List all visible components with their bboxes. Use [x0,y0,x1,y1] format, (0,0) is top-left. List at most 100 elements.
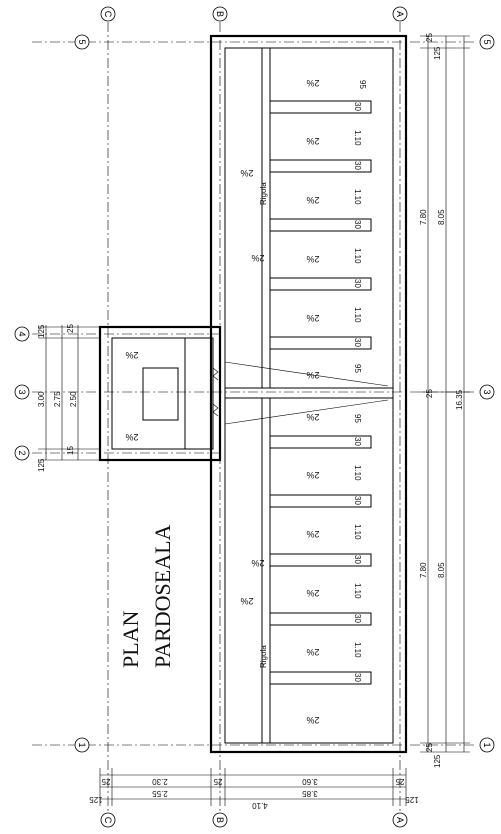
dim-left-275: 2.75 [53,391,62,407]
bubble-left-2-label: 2 [17,450,27,455]
rigola-label-top: Rigola [259,182,268,205]
dim-strip-110-5: 1.10 [353,465,362,481]
slope-label-5: 2% [306,313,319,323]
dim-left-125-bottom: 125 [37,458,46,472]
bubble-bottom-a-label: A [395,817,405,823]
dim-strip-30-1: 30 [353,102,362,111]
dim-right-780-bottom: 7.80 [419,562,428,578]
dim-bottom-125-left: 125 [89,795,103,804]
dim-bottom-410: 4.10 [252,801,268,810]
bubble-bottom-c-label: C [103,817,113,824]
dim-left-15-bottom: 15 [66,446,75,455]
grid-axes [32,22,474,812]
bubble-bottom-a [392,812,408,828]
dim-right-25-top: 25 [425,33,434,42]
bubble-top-a-label: A [395,11,405,17]
bubble-top-c [100,6,116,22]
slope-label-annex-2: 2% [125,432,138,442]
bubble-top-a [392,6,408,22]
dim-left-300: 3.00 [37,391,46,407]
dim-strip-30-6: 30 [353,437,362,446]
dim-strip-95-mid-top: 95 [353,364,362,373]
grid-bubbles: C B A C B A 5 4 3 2 1 5 3 1 [14,6,495,828]
bubble-left-4-label: 4 [17,331,27,336]
dim-strip-30-2: 30 [353,161,362,170]
bubble-left-5-label: 5 [77,39,87,44]
dim-strip-110-1: 1.10 [353,130,362,146]
dim-bottom-385: 3.85 [302,789,318,798]
strip-5[interactable] [269,336,372,350]
strip-1[interactable] [269,100,372,114]
slab-inner-border [224,47,394,744]
side-annex [98,325,222,462]
bubble-left-2 [14,445,30,461]
strip-10[interactable] [269,671,372,685]
slope-label-rigola-3: 2% [251,558,264,568]
dim-strip-110-2: 1.10 [353,189,362,205]
bubble-right-5 [479,34,495,50]
dim-strip-110-4: 1.10 [353,307,362,323]
slab-outer-border [209,34,408,754]
strip-2[interactable] [269,159,372,173]
slope-label-rigola-4: 2% [240,596,253,606]
slope-label-2: 2% [306,136,319,146]
dim-strip-95-mid-bottom: 95 [353,414,362,423]
slope-label-8: 2% [306,470,319,480]
strip-6[interactable] [269,435,372,449]
bubble-left-1 [74,737,90,753]
dim-strip-30-5: 30 [353,338,362,347]
dim-right-805-bottom: 8.05 [437,562,446,578]
slope-label-7: 2% [306,412,319,422]
bottom-dimension-chain: 2.30 2.55 3.60 3.85 4.10 125 25 25 25 12… [89,768,419,810]
dim-left-250: 2.50 [69,391,78,407]
drawing-title: PLAN PARDOSEALA [118,524,175,668]
slope-label-11: 2% [306,647,319,657]
dim-strip-30-10: 30 [353,673,362,682]
bubble-left-3 [14,384,30,400]
bubble-right-5-label: 5 [482,39,492,44]
drainage-strips[interactable] [269,100,372,685]
slope-label-rigola-1: 2% [240,168,253,178]
dim-right-125-top: 125 [433,46,442,60]
bubble-left-1-label: 1 [77,742,87,747]
strip-3[interactable] [269,218,372,232]
drain-slope-line-upper [224,361,389,387]
break-mark-lower [212,403,219,417]
annex-inner-border [111,337,214,450]
dim-strip-30-7: 30 [353,496,362,505]
dim-strip-30-4: 30 [353,279,362,288]
dim-bottom-25-right: 25 [395,777,404,786]
main-slab: Rigola Rigola [209,34,408,754]
break-mark-upper [212,367,219,381]
slope-label-annex-1: 2% [125,350,138,360]
dim-strip-30-8: 30 [353,555,362,564]
annex-drain-box [142,367,179,421]
right-dimension-chain: 25 125 7.80 8.05 25 16.35 7.80 8.05 25 1… [419,33,470,768]
dim-strip-110-6: 1.10 [353,524,362,540]
dim-strip-110-7: 1.10 [353,583,362,599]
dim-bottom-125-right: 125 [405,795,419,804]
slope-label-4: 2% [306,254,319,264]
strip-8[interactable] [269,553,372,567]
slope-label-1: 2% [306,78,319,88]
dim-strip-110-8: 1.10 [353,642,362,658]
dim-right-25-center: 25 [425,389,434,398]
slope-label-rigola-2: 2% [251,253,264,263]
slope-label-12: 2% [306,715,319,725]
dim-strip-110-3: 1.10 [353,248,362,264]
slope-labels: 2% 2% 2% 2% 2% 2% 2% 2% 2% 2% 2% 2% 2% 2… [125,78,319,725]
title-line-2: PARDOSEALA [150,524,175,668]
dim-right-805-top: 8.05 [437,209,446,225]
strip-9[interactable] [269,612,372,626]
dim-right-125-bottom: 125 [433,754,442,768]
bubble-left-5 [74,34,90,50]
strip-4[interactable] [269,277,372,291]
rigola-label-bottom: Rigola [259,645,268,668]
strip-7[interactable] [269,494,372,508]
bubble-left-4 [14,326,30,342]
bubble-bottom-b [212,812,228,828]
bubble-right-3-label: 3 [482,389,492,394]
bubble-bottom-b-label: B [215,817,225,823]
dim-right-25-bottom: 25 [425,743,434,752]
